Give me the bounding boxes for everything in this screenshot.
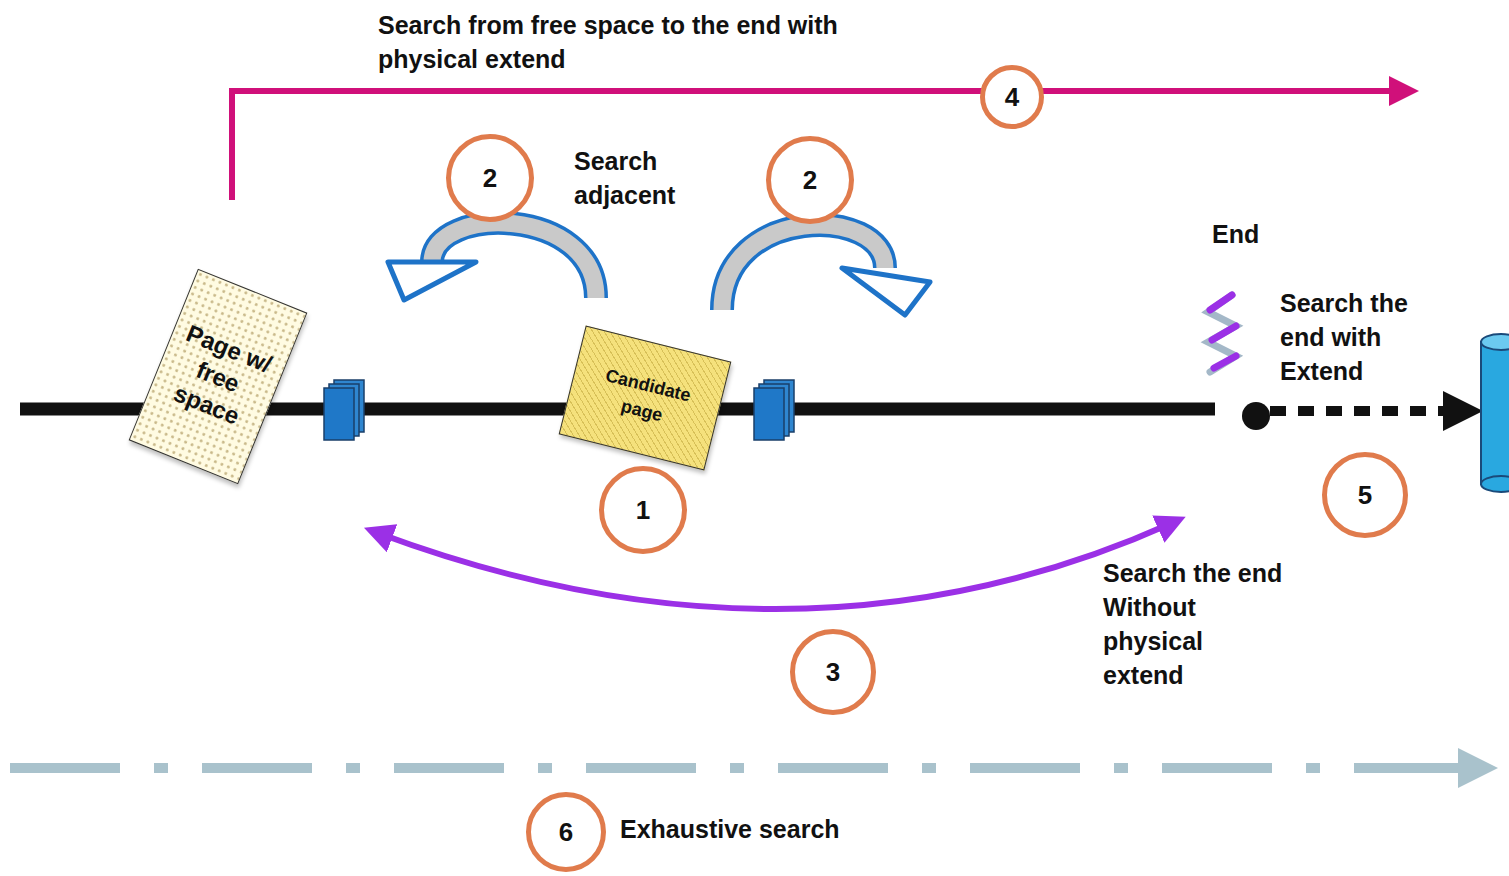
callout-number: 6 <box>526 792 606 872</box>
candidate-page: Candidate page <box>559 326 732 471</box>
page-stack <box>754 380 794 440</box>
callout-number: 3 <box>790 629 876 715</box>
end-dot <box>1242 402 1270 430</box>
annotation-text: Search the end Without physical extend <box>1103 556 1288 692</box>
annotation-text: Exhaustive search <box>620 812 920 846</box>
curved-arrow <box>722 225 930 315</box>
annotation-text: End <box>1212 217 1292 251</box>
search-arrow <box>378 523 1172 609</box>
annotation-text: Search from free space to the end with p… <box>378 8 848 76</box>
page-stack <box>324 380 364 440</box>
exhaustive-line <box>10 763 1470 773</box>
page-label: Candidate page <box>575 357 716 439</box>
annotation-text: Search the end with Extend <box>1280 286 1440 388</box>
annotation-text: Search adjacent <box>574 144 704 212</box>
callout-number: 2 <box>446 134 534 222</box>
extend-arrow <box>1270 406 1455 416</box>
page-label: Page w/ free space <box>155 316 281 437</box>
callout-number: 4 <box>980 65 1044 129</box>
callout-number: 1 <box>599 466 687 554</box>
free-space-page: Page w/ free space <box>129 268 308 484</box>
spring-icon <box>1208 295 1236 372</box>
callout-number: 2 <box>766 136 854 224</box>
callout-number: 5 <box>1322 452 1408 538</box>
storage-cylinder <box>1481 334 1509 492</box>
curved-arrow <box>388 223 596 300</box>
